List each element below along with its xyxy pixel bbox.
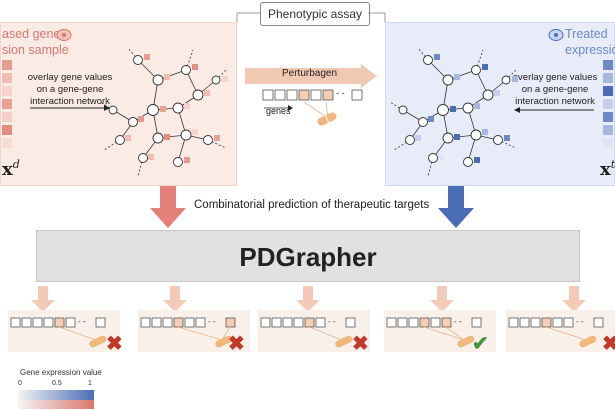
legend-title: Gene expression value (20, 368, 102, 377)
candidate-card-5: - - ✖ (506, 310, 615, 355)
incorrect-x-icon: ✖ (352, 333, 369, 355)
treated-sample-panel (385, 22, 615, 186)
diseased-input-arrow (150, 186, 186, 228)
assay-connector-lines (236, 12, 386, 22)
treated-title-line1: Treated (565, 27, 608, 41)
candidate-ellipsis: - - (78, 317, 86, 326)
pdgrapher-model-box: PDGrapher (36, 230, 580, 282)
diseased-title-line1: ased gene (2, 27, 61, 41)
treated-overlay-line: overlay gene values (512, 72, 598, 83)
perturbagen-arrow (245, 64, 377, 88)
phenotypic-assay-label: Phenotypic assay (260, 2, 370, 26)
candidate-card-4: - - ✔ (384, 310, 496, 355)
output-arrows (31, 286, 586, 312)
treated-input-arrow (438, 186, 474, 228)
treated-panel-title: Treated expression (565, 26, 615, 58)
candidate-ellipsis: - - (576, 317, 584, 326)
candidate-gene-vector (10, 317, 107, 348)
treated-overlay-line: on a gene-gene (521, 84, 589, 95)
diseased-overlay-text: overlay gene values on a gene-gene inter… (26, 72, 114, 108)
legend-tick: 0 (18, 380, 22, 387)
correct-check-icon: ✔ (472, 333, 489, 355)
candidate-gene-vector (386, 317, 482, 348)
incorrect-x-icon: ✖ (228, 333, 245, 355)
perturbagen-label: Perturbagen (282, 68, 338, 79)
legend-colorbar-blue (18, 390, 94, 400)
diseased-gene-network (99, 47, 228, 177)
diseased-expression-vector (2, 60, 12, 148)
diseased-overlay-arrow (30, 105, 110, 111)
combinatorial-prediction-label: Combinatorial prediction of therapeutic … (194, 199, 430, 211)
legend-tick: 1 (88, 380, 92, 387)
candidate-card-2: - - ✖ (138, 310, 250, 355)
incorrect-x-icon: ✖ (106, 333, 123, 355)
candidate-ellipsis: - - (208, 317, 216, 326)
diseased-overlay-line: interaction network (30, 96, 110, 107)
perturbagen-ellipsis: - - (336, 88, 345, 98)
candidate-gene-vector (260, 317, 356, 348)
cell-icon (548, 29, 564, 41)
cell-icon (56, 29, 72, 41)
diseased-sample-panel (0, 22, 237, 186)
perturbagen-gene-vector (262, 89, 363, 101)
diseased-overlay-line: on a gene-gene (36, 84, 104, 95)
treated-overlay-arrow (514, 107, 594, 113)
candidate-gene-vector (140, 317, 236, 348)
pill-icon (317, 112, 337, 126)
candidate-card-1: - - ✖ (8, 310, 123, 355)
treated-title-line2: expression (565, 43, 615, 57)
candidate-card-3: - - ✖ (258, 310, 370, 355)
diseased-title-line2: sion sample (2, 43, 69, 57)
treated-vector-label: xt (600, 158, 615, 180)
diseased-vector-label: xd (2, 158, 20, 180)
candidate-ellipsis: - - (328, 317, 336, 326)
treated-expression-vector (603, 60, 613, 148)
diseased-panel-title: ased gene sion sample (2, 26, 69, 58)
candidate-gene-vector (508, 317, 604, 348)
candidate-ellipsis: - - (454, 317, 462, 326)
legend-tick: 0.5 (52, 380, 62, 387)
treated-gene-network (389, 47, 518, 177)
incorrect-x-icon: ✖ (602, 333, 615, 355)
genes-label: genes (266, 106, 291, 116)
treated-overlay-line: interaction network (515, 96, 595, 107)
diseased-overlay-line: overlay gene values (27, 72, 113, 83)
treated-overlay-text: overlay gene values on a gene-gene inter… (510, 72, 600, 108)
legend-colorbar-red (18, 400, 94, 409)
